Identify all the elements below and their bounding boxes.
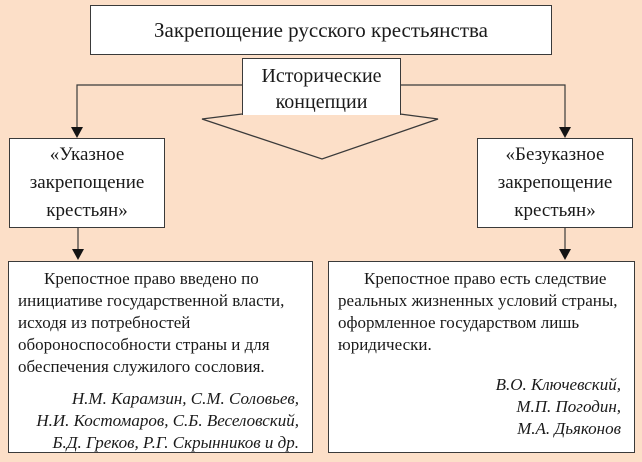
left-branch-arrowhead-icon (71, 127, 83, 138)
left-detail-text: Крепостное право введено по инициативе г… (18, 269, 285, 376)
right-branch-connector-line (400, 84, 566, 128)
author-line: М.А. Дьяконов (517, 419, 621, 438)
concepts-arrow-body: Исторические концепции (242, 58, 401, 115)
author-line: Б.Д. Греков, Р.Г. Скрынников и др. (52, 433, 299, 452)
big-down-arrow-outline (201, 113, 439, 160)
author-line: Н.И. Костомаров, С.Б. Веселовский, (36, 411, 299, 430)
author-line: М.П. Погодин, (516, 397, 621, 416)
right-detail-arrowhead-icon (559, 249, 571, 260)
left-detail-arrowhead-icon (72, 249, 84, 260)
right-concept-heading: «Безуказное закрепощение крестьян» (497, 144, 613, 221)
page-title-box: Закрепощение русского крестьянства (90, 5, 552, 55)
author-line: В.О. Ключевский, (495, 375, 621, 394)
page-title: Закрепощение русского крестьянства (154, 17, 488, 42)
concepts-arrow-label: Исторические концепции (261, 65, 382, 113)
left-concept-box: «Указное закрепощение крестьян» (9, 138, 165, 228)
left-concept-heading: «Указное закрепощение крестьян» (29, 144, 145, 221)
left-branch-connector-line (76, 84, 242, 128)
right-detail-text: Крепостное право есть следствие реальных… (338, 269, 618, 354)
right-detail-box: Крепостное право есть следствие реальных… (328, 261, 635, 453)
right-concept-box: «Безуказное закрепощение крестьян» (477, 138, 633, 228)
left-authors-list: Н.М. Карамзин, С.М. Соловьев, Н.И. Косто… (18, 388, 303, 454)
right-branch-arrowhead-icon (559, 127, 571, 138)
author-line: Н.М. Карамзин, С.М. Соловьев, (71, 389, 299, 408)
left-detail-box: Крепостное право введено по инициативе г… (8, 261, 313, 453)
right-authors-list: В.О. Ключевский, М.П. Погодин, М.А. Дьяк… (338, 374, 625, 440)
